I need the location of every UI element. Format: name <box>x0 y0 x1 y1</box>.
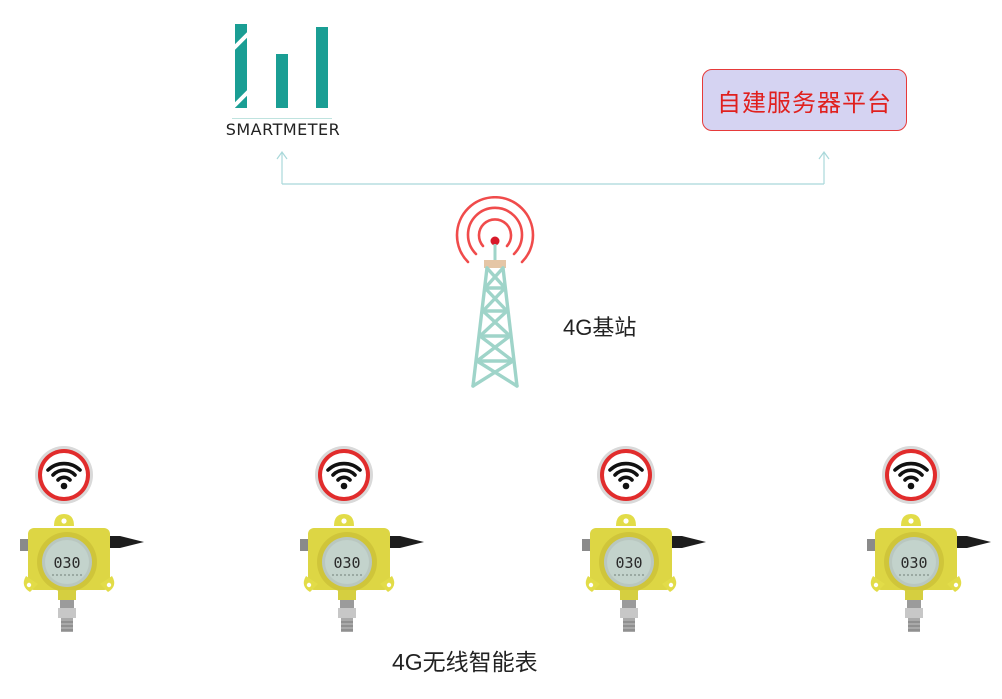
smart-meter-device: 030 <box>288 444 438 644</box>
logo-cut-icon <box>230 28 254 110</box>
smart-meter-icon: 030 <box>300 446 424 632</box>
meter-display-value: 030 <box>900 554 927 572</box>
logo-divider <box>232 118 332 119</box>
wifi-badge-icon <box>315 446 373 504</box>
smartmeter-logo: SMARTMETER <box>222 22 344 142</box>
smart-meter-device: 030 <box>855 444 1002 644</box>
meter-display-value: 030 <box>333 554 360 572</box>
connector-path <box>276 150 830 185</box>
wifi-badge-icon <box>35 446 93 504</box>
smart-meter-icon: 030 <box>867 446 991 632</box>
logo-bar-middle <box>276 54 288 108</box>
meter-display-value: 030 <box>615 554 642 572</box>
smart-meter-device: 030 <box>8 444 158 644</box>
logo-bar-right <box>316 27 328 108</box>
smart-meter-device: 030 <box>570 444 720 644</box>
wifi-badge-icon <box>597 446 655 504</box>
cell-tower-icon <box>455 196 535 388</box>
tower-label: 4G基站 <box>563 315 637 340</box>
logo-text: SMARTMETER <box>225 120 341 139</box>
devices-label: 4G无线智能表 <box>392 649 538 675</box>
signal-waves-icon <box>455 196 535 264</box>
server-platform-label: 自建服务器平台 <box>717 89 892 117</box>
smart-meter-icon: 030 <box>20 446 144 632</box>
server-platform-box: 自建服务器平台 <box>702 69 907 131</box>
wifi-badge-icon <box>882 446 940 504</box>
meter-display-value: 030 <box>53 554 80 572</box>
smart-meter-icon: 030 <box>582 446 706 632</box>
